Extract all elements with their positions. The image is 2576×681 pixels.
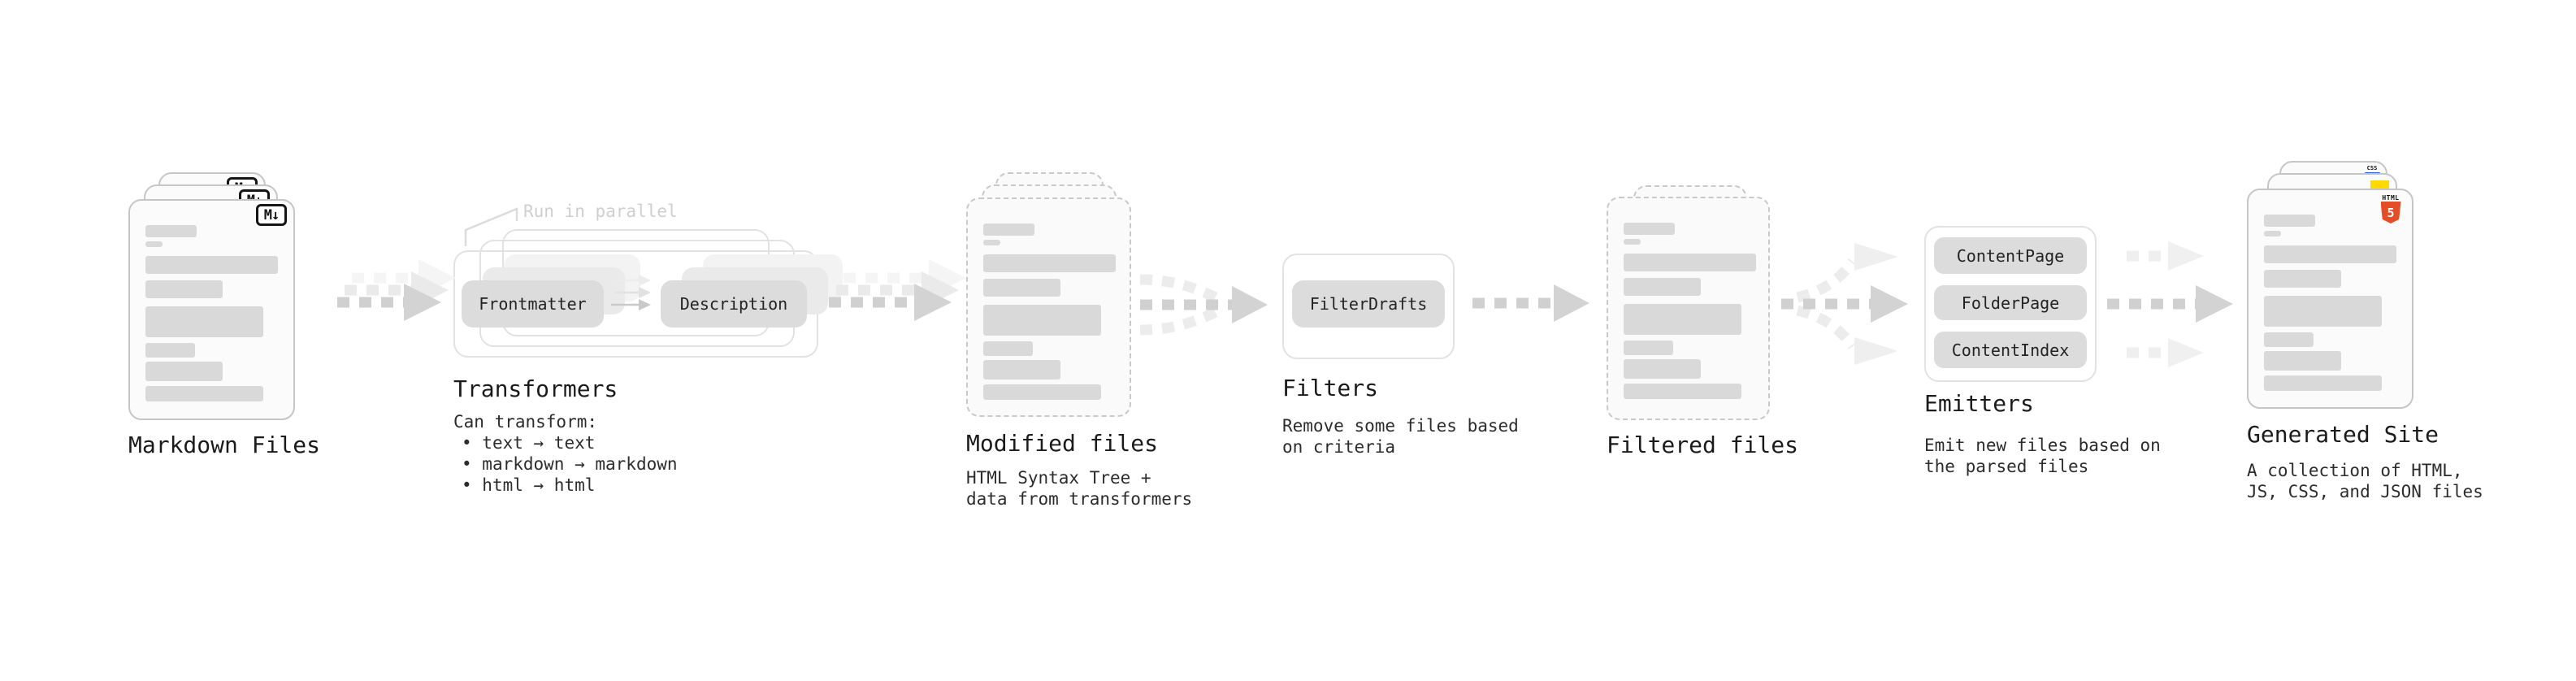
skeleton-line xyxy=(983,341,1033,356)
pill-filterdrafts: FilterDrafts xyxy=(1292,280,1445,327)
pill-contentpage: ContentPage xyxy=(1934,237,2087,274)
skeleton-line xyxy=(2264,296,2382,327)
description-line: Can transform: xyxy=(453,412,598,432)
skeleton-line xyxy=(2264,245,2396,263)
html5-badge-label: HTML xyxy=(2382,194,2400,202)
skeleton-line xyxy=(1624,359,1701,379)
skeleton-line xyxy=(1624,223,1675,235)
skeleton-line xyxy=(1624,384,1741,399)
skeleton-line xyxy=(145,306,263,337)
skeleton-line xyxy=(2264,332,2314,347)
skeleton-line xyxy=(983,240,1000,245)
skeleton-line xyxy=(2264,351,2341,371)
skeleton-line xyxy=(983,279,1060,297)
arrow-filters-to-filtered xyxy=(1472,284,1589,322)
description-bullet: html → html xyxy=(453,475,678,496)
arrow-filtered-to-emitters xyxy=(1781,243,1908,365)
skeleton-line xyxy=(2264,215,2315,227)
skeleton-line xyxy=(145,280,223,298)
skeleton-line xyxy=(145,241,163,247)
emitters-description: Emit new files based on the parsed files xyxy=(1924,435,2161,477)
site-description: A collection of HTML, JS, CSS, and JSON … xyxy=(2247,460,2483,502)
arrow-markdown-to-transformers xyxy=(337,259,456,321)
skeleton-line xyxy=(145,225,197,237)
skeleton-line xyxy=(1624,304,1741,335)
description-line: HTML Syntax Tree + xyxy=(966,468,1151,488)
arrow-modified-to-filters xyxy=(1139,274,1268,336)
pill-contentindex: ContentIndex xyxy=(1934,332,2087,368)
pill-folderpage: FolderPage xyxy=(1934,285,2087,320)
skeleton-line xyxy=(145,386,263,401)
stage-title-site: Generated Site xyxy=(2247,421,2439,448)
pill-description: Description xyxy=(661,280,807,327)
skeleton-line xyxy=(2264,231,2281,236)
emitters-box xyxy=(1924,226,2097,382)
skeleton-line xyxy=(983,305,1101,336)
skeleton-line xyxy=(2264,270,2341,288)
description-bullet: markdown → markdown xyxy=(453,453,677,475)
stage-title-emitters: Emitters xyxy=(1924,390,2034,417)
description-line: the parsed files xyxy=(1924,457,2089,476)
skeleton-line xyxy=(1624,254,1756,271)
skeleton-line xyxy=(145,343,195,358)
filters-box xyxy=(1282,254,1455,359)
description-line: on criteria xyxy=(1282,437,1396,457)
filters-description: Remove some files based on criteria xyxy=(1282,415,1519,458)
skeleton-line xyxy=(1624,340,1673,355)
description-bullet: text → text xyxy=(453,432,678,453)
html5-badge: HTML 5 xyxy=(2380,194,2401,223)
filtered-file-card-front xyxy=(1607,197,1770,420)
modified-file-card-front xyxy=(966,197,1131,417)
stage-title-markdown: Markdown Files xyxy=(128,432,321,458)
run-in-parallel-label: Run in parallel xyxy=(523,202,678,221)
modified-description: HTML Syntax Tree + data from transformer… xyxy=(966,467,1192,510)
html5-shield-icon: 5 xyxy=(2380,202,2401,223)
description-line: Remove some files based xyxy=(1282,416,1519,436)
skeleton-line xyxy=(145,256,278,274)
markdown-badge: M↓ xyxy=(256,204,287,226)
markdown-file-card-front: M↓ xyxy=(128,199,295,420)
stage-title-filters: Filters xyxy=(1282,375,1379,401)
skeleton-line xyxy=(983,254,1116,272)
stage-title-transformers: Transformers xyxy=(453,375,618,402)
css-badge-label: CSS xyxy=(2366,165,2378,171)
description-line: Emit new files based on xyxy=(1924,436,2161,455)
pill-frontmatter: Frontmatter xyxy=(462,280,604,327)
description-line: JS, CSS, and JSON files xyxy=(2247,482,2483,501)
skeleton-line xyxy=(1624,239,1641,245)
stage-title-filtered: Filtered files xyxy=(1607,432,1799,458)
skeleton-line xyxy=(145,362,223,381)
skeleton-line xyxy=(983,360,1060,380)
skeleton-line xyxy=(2264,375,2382,391)
stage-title-modified: Modified files xyxy=(966,430,1159,457)
transformers-description: Can transform: text → text markdown → ma… xyxy=(453,411,678,496)
description-line: data from transformers xyxy=(966,489,1193,509)
site-file-card-front: HTML 5 xyxy=(2247,189,2413,409)
skeleton-line xyxy=(983,223,1034,236)
description-line: A collection of HTML, xyxy=(2247,461,2463,480)
arrow-transformers-to-modified xyxy=(829,259,966,321)
arrow-emitters-to-site xyxy=(2107,241,2233,367)
skeleton-line xyxy=(1624,278,1701,296)
skeleton-line xyxy=(983,384,1101,400)
